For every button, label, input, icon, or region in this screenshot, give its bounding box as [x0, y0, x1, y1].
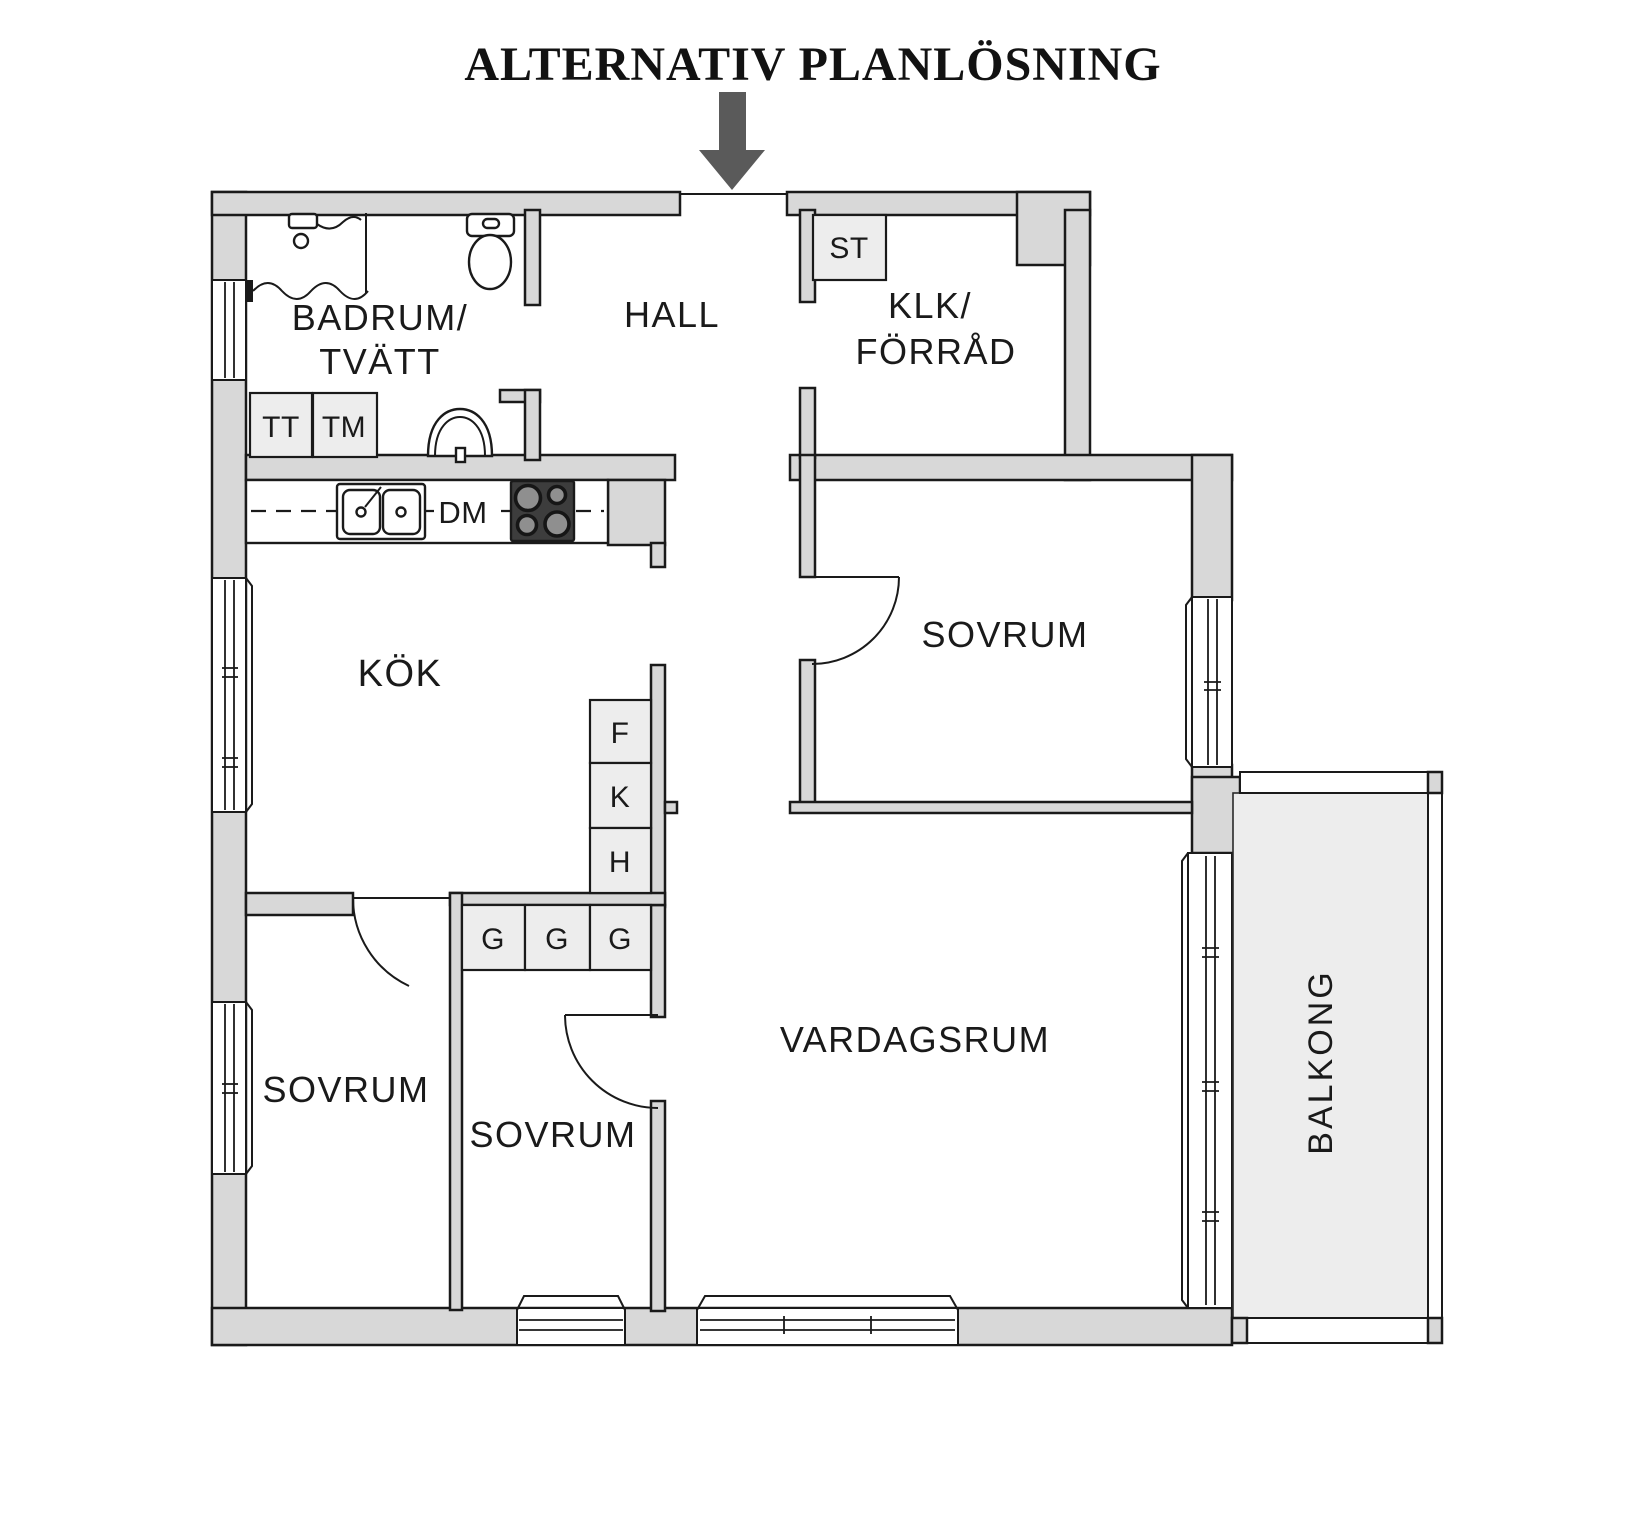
wall-top-left — [210, 190, 682, 217]
window-bathroom — [211, 279, 247, 381]
toilet-button — [481, 217, 501, 230]
k-label: K — [610, 781, 631, 814]
st-label: ST — [829, 232, 868, 265]
dm-label-backing — [434, 496, 492, 528]
window-kitchen — [211, 577, 253, 813]
tt-label: TT — [262, 411, 300, 444]
wall-sovrum-middle-right-lower — [649, 1099, 667, 1313]
klk-label-line1: KLK/ — [888, 285, 972, 326]
wall-hall-sovrum-upper — [798, 453, 817, 579]
window-vardagsrum-east — [1181, 852, 1233, 1309]
entrance-arrow-shaft — [719, 92, 746, 154]
room-labels: BADRUM/ TVÄTT HALL KLK/ FÖRRÅD KÖK SOVRU… — [262, 285, 1340, 1155]
sovrum-middle-label: SOVRUM — [469, 1114, 636, 1155]
window-sovrum-middle — [516, 1295, 626, 1346]
storage-units — [460, 213, 888, 972]
g1-label: G — [481, 923, 505, 956]
stove-icon — [509, 479, 576, 543]
h-cabinet-box — [588, 826, 653, 895]
doors — [351, 576, 900, 1109]
balcony-post-bottom-left — [1230, 1316, 1249, 1345]
balcony-rail-top — [1239, 771, 1429, 794]
wall-kitchen-stub — [649, 541, 667, 569]
bathroom-fixtures — [246, 212, 516, 464]
freezer-box — [588, 761, 653, 830]
washbasin-bowl — [426, 407, 494, 458]
f-label: F — [611, 717, 630, 750]
g2-label: G — [545, 923, 569, 956]
kok-label: KÖK — [358, 653, 443, 695]
washbasin-icon — [426, 407, 494, 464]
vardagsrum-label: VARDAGSRUM — [780, 1019, 1050, 1060]
sovrum-right-label: SOVRUM — [921, 614, 1088, 655]
window-sovrum-right — [1185, 596, 1233, 768]
wall-bathroom-right-upper — [523, 208, 542, 307]
fridge-box — [588, 698, 653, 765]
wardrobe-box-2 — [523, 903, 592, 972]
klk-label-line2: FÖRRÅD — [856, 331, 1017, 372]
balcony-post-bottom-right — [1426, 1316, 1444, 1345]
balcony-rail-right — [1427, 789, 1443, 1321]
st-closet-box — [811, 213, 888, 282]
balcony-rail-bottom — [1245, 1317, 1429, 1344]
wall-kitchen-hall — [649, 663, 667, 909]
wall-right-upper — [1190, 453, 1234, 602]
washbasin-inner — [434, 415, 486, 457]
balkong-label: BALKONG — [1302, 969, 1340, 1154]
wall-bedroom-divider — [448, 891, 464, 1312]
washbasin-tap — [454, 446, 467, 464]
balcony — [1230, 770, 1444, 1345]
washer-box — [311, 391, 379, 459]
wall-sovrum-left-top — [244, 891, 355, 917]
hall-label: HALL — [624, 294, 720, 335]
wall-sovrum-right-bottom — [788, 800, 1194, 815]
wall-sovrum-middle-right-upper — [649, 903, 667, 1019]
page-title: ALTERNATIV PLANLÖSNING — [464, 38, 1161, 91]
toilet-bowl — [467, 233, 513, 291]
door-sovrum-left — [351, 897, 450, 987]
wall-corridor-nub — [663, 800, 679, 815]
shower-knob — [292, 232, 310, 250]
windows — [211, 279, 1233, 1346]
wall-hall-sovrum-lower — [798, 658, 817, 807]
wardrobe-box-3 — [588, 903, 653, 972]
kitchen-counter: DM — [244, 478, 610, 545]
wall-kitchen-block — [606, 478, 667, 547]
shower-rod-mount — [246, 280, 253, 302]
kitchen-sink-icon — [335, 482, 427, 541]
shower-curtain — [252, 282, 369, 300]
entrance-arrow-head — [699, 150, 765, 190]
shower-head — [287, 212, 319, 230]
wall-klk-right — [1063, 208, 1092, 482]
toilet-icon — [465, 212, 516, 291]
badrum-label-line1: BADRUM/ — [292, 297, 469, 338]
wall-band-sovrum-top — [788, 453, 1234, 482]
shower-hose — [316, 216, 362, 230]
tm-label: TM — [322, 411, 366, 444]
wall-bathroom-right-lower — [523, 388, 542, 462]
sovrum-left-label: SOVRUM — [262, 1069, 429, 1110]
window-sovrum-left — [211, 1001, 253, 1175]
window-vardagsrum-south — [696, 1295, 959, 1346]
shower-icon — [246, 212, 369, 302]
door-sovrum-right — [811, 576, 900, 665]
g3-label: G — [608, 923, 632, 956]
wall-klk-left-lower — [798, 386, 817, 460]
balcony-post-top-right — [1426, 770, 1444, 795]
badrum-label-line2: TVÄTT — [319, 341, 441, 382]
fixture-labels: ST TT TM F K H G G G — [262, 232, 868, 956]
balcony-floor — [1232, 792, 1429, 1319]
interior-walls — [244, 208, 1194, 1313]
door-sovrum-middle — [564, 1014, 659, 1109]
entrance-arrow-icon — [699, 92, 765, 190]
h-label: H — [609, 846, 631, 879]
wall-kitchen-sovrum-band — [448, 891, 667, 907]
dishwasher-label: DM — [438, 495, 487, 530]
